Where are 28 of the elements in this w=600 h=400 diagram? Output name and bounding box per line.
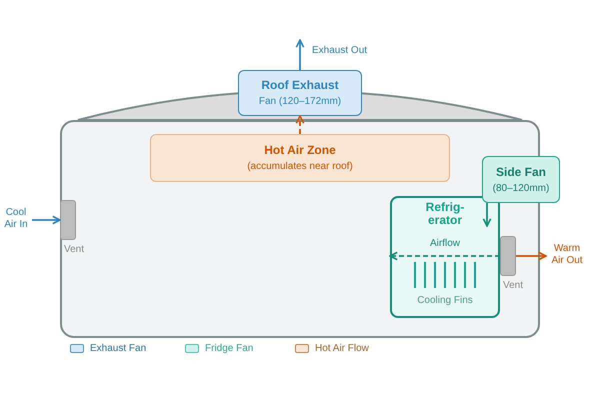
arrow bbox=[516, 252, 547, 260]
arrow bbox=[482, 203, 492, 227]
dashed-arrow bbox=[296, 115, 304, 134]
vent-label: Vent bbox=[62, 244, 86, 256]
arrow bbox=[32, 216, 61, 224]
legend-label: Exhaust Fan bbox=[90, 343, 146, 354]
vent bbox=[60, 200, 76, 240]
side-fan-box bbox=[482, 156, 560, 203]
arrow bbox=[296, 39, 304, 70]
refrigerator-box bbox=[390, 196, 500, 318]
vent-label: Vent bbox=[502, 280, 524, 292]
node-title: Roof Exhaust bbox=[261, 78, 339, 92]
node-title: Refrig- erator bbox=[424, 201, 466, 227]
node-subtitle: (accumulates near roof) bbox=[247, 161, 353, 173]
edge-label: Cool Air In bbox=[3, 207, 29, 231]
edge-label: Exhaust Out bbox=[312, 45, 368, 57]
fins-label: Cooling Fins bbox=[416, 295, 474, 307]
vent bbox=[500, 236, 516, 276]
node-subtitle: (80–120mm) bbox=[492, 182, 550, 194]
dashed-arrow bbox=[389, 252, 500, 260]
hot-air-zone-box bbox=[150, 134, 450, 182]
node-title: Side Fan bbox=[496, 164, 546, 178]
exhaust-fan-box bbox=[238, 70, 362, 116]
edge-label: Warm Air Out bbox=[550, 243, 584, 267]
node-subtitle: Fan (120–172mm) bbox=[258, 96, 342, 108]
legend-label: Hot Air Flow bbox=[315, 343, 369, 354]
node-title: Hot Air Zone bbox=[264, 143, 336, 157]
legend-label: Fridge Fan bbox=[205, 343, 254, 354]
